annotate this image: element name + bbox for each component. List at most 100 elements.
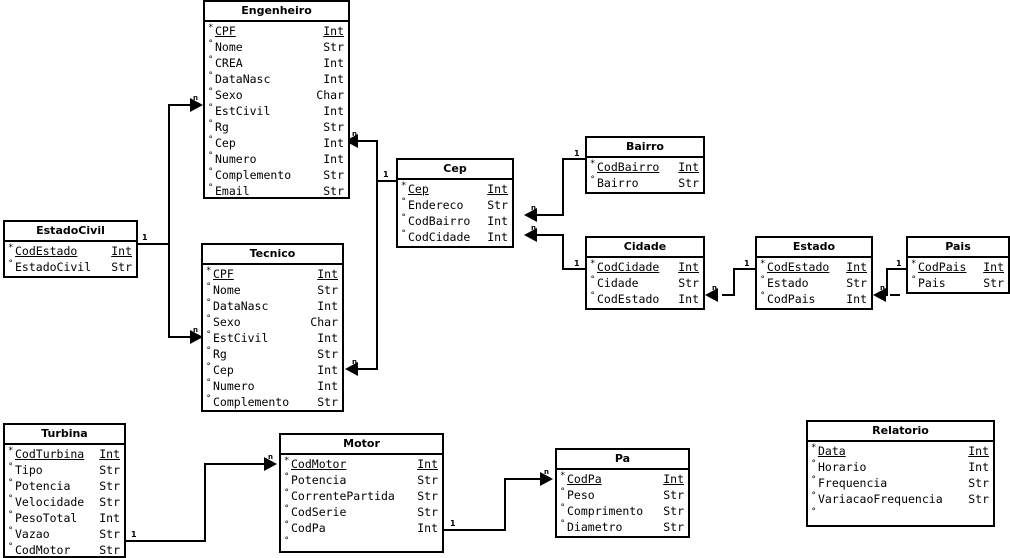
cardinality-one-label: 1 xyxy=(383,170,389,179)
attribute-type: Int xyxy=(317,379,338,393)
primary-key-marker-icon: * xyxy=(911,259,917,269)
attribute-type: Str xyxy=(968,492,989,506)
attribute-name: EstCivil xyxy=(215,104,271,118)
attribute-row[interactable]: ° xyxy=(281,536,442,549)
attribute-name: CodEstado xyxy=(15,244,78,258)
attribute-name: Diametro xyxy=(567,520,623,534)
attribute-name: Horario xyxy=(818,460,867,474)
attribute-type: Int xyxy=(846,260,867,274)
attribute-row[interactable]: ° xyxy=(808,507,993,520)
cardinality-many-label: n xyxy=(712,284,717,292)
line-segment xyxy=(890,294,900,296)
attribute-marker-icon: ° xyxy=(811,475,817,485)
cardinality-many-label: n xyxy=(544,468,549,476)
attribute-marker-icon: ° xyxy=(208,55,214,65)
attribute-marker-icon: ° xyxy=(284,520,290,530)
arrowhead-many xyxy=(190,98,203,112)
cardinality-many-label: n xyxy=(880,284,885,292)
attribute-type: Str xyxy=(663,488,684,502)
primary-key-marker-icon: * xyxy=(590,259,596,269)
line-segment xyxy=(733,268,735,296)
attribute-marker-icon: ° xyxy=(206,362,212,372)
arrowhead-many xyxy=(345,362,358,376)
primary-key-marker-icon: * xyxy=(560,471,566,481)
attribute-name: CodPais xyxy=(918,260,967,274)
attribute-type: Int xyxy=(678,160,699,174)
line-segment xyxy=(562,158,587,160)
line-segment xyxy=(562,268,587,270)
arrowhead-many xyxy=(524,228,537,242)
attribute-name: Rg xyxy=(215,120,229,134)
attribute-name: CodMotor xyxy=(15,543,71,557)
